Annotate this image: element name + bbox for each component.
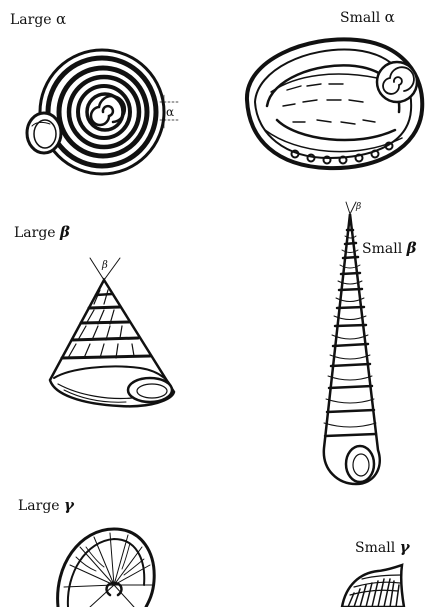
large-gamma-shell xyxy=(50,525,160,607)
small-alpha-shell xyxy=(237,30,427,175)
angle-mark-beta-small: β xyxy=(355,202,361,212)
label-symbol: β xyxy=(407,239,417,257)
angle-mark-beta: β xyxy=(101,260,108,271)
label-word: Small xyxy=(355,540,395,556)
small-beta-shell: β xyxy=(310,200,390,490)
label-word: Large xyxy=(10,12,52,28)
label-symbol: α xyxy=(56,10,66,28)
label-symbol: γ xyxy=(400,538,410,556)
label-symbol: α xyxy=(385,8,395,26)
turret-shell-drawing: β xyxy=(310,200,390,490)
angle-mark-alpha: α xyxy=(166,105,174,119)
label-small-gamma: Small γ xyxy=(355,540,410,555)
label-large-beta: Large β xyxy=(14,225,70,240)
label-word: Small xyxy=(340,10,380,26)
cone-shell-drawing: β xyxy=(40,250,180,415)
label-word: Large xyxy=(18,498,60,514)
label-symbol: β xyxy=(60,223,70,241)
round-shell-drawing xyxy=(50,525,160,607)
coiled-shell-drawing: α xyxy=(20,40,180,180)
large-alpha-shell: α xyxy=(20,40,180,180)
label-symbol: γ xyxy=(64,496,74,514)
ear-shell-drawing xyxy=(237,30,427,175)
large-beta-shell: β xyxy=(40,250,180,415)
label-word: Large xyxy=(14,225,56,241)
label-small-alpha: Small α xyxy=(340,10,395,25)
small-gamma-shell xyxy=(340,565,405,607)
label-large-alpha: Large α xyxy=(10,12,66,27)
label-large-gamma: Large γ xyxy=(18,498,74,513)
low-cone-shell-drawing xyxy=(340,565,405,607)
